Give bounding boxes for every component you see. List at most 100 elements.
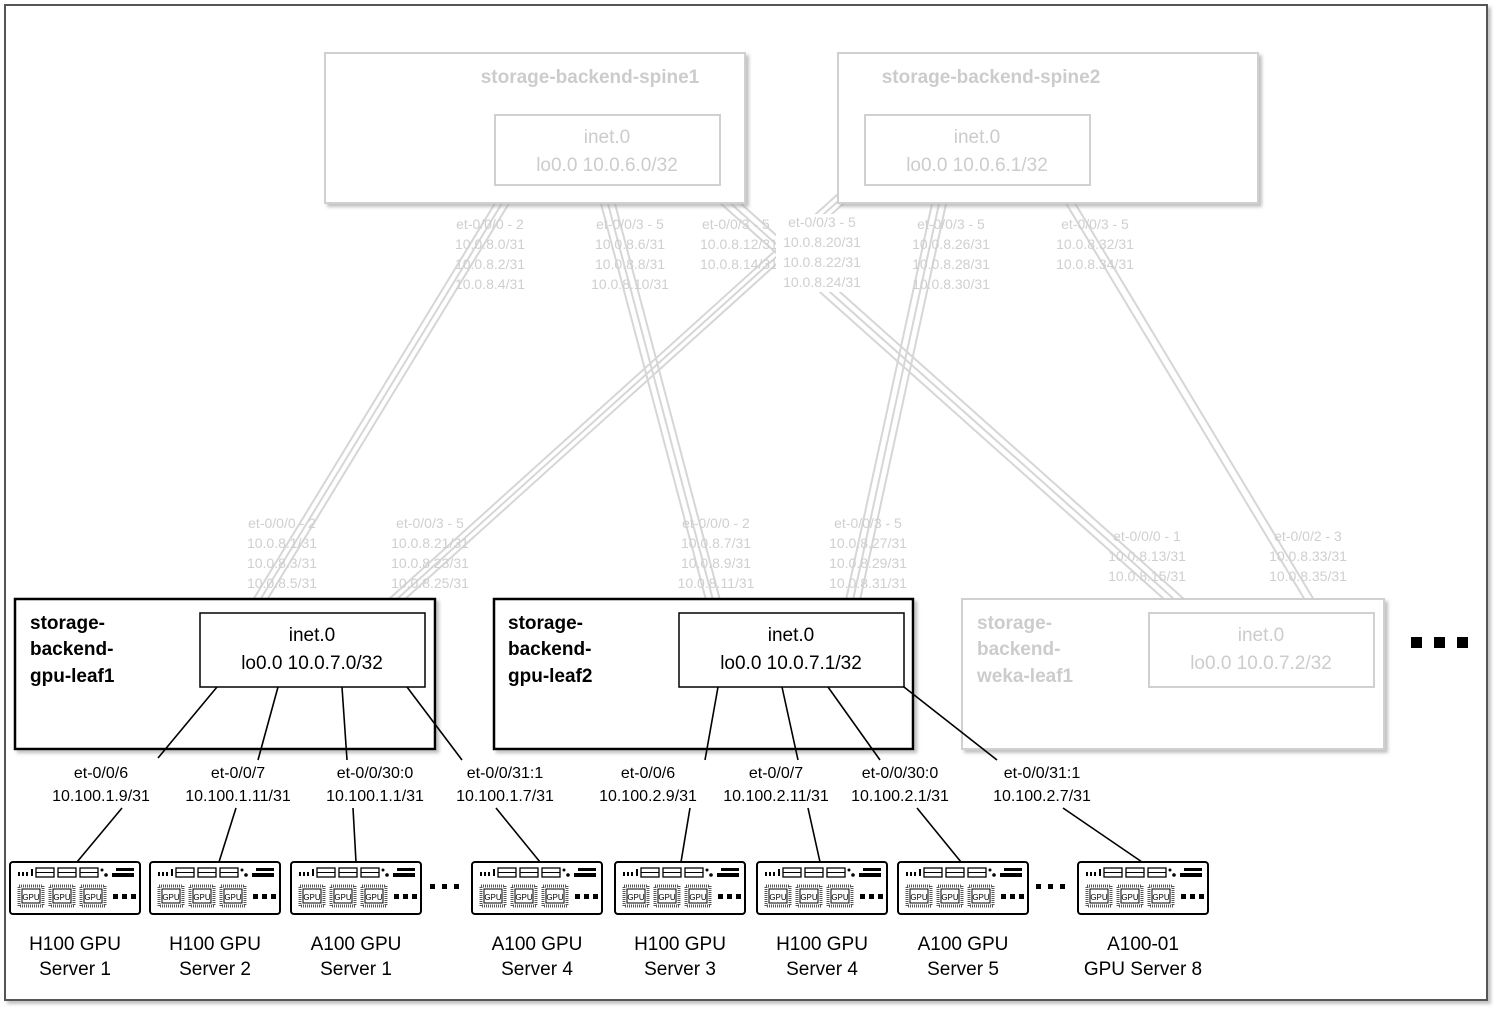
svg-text:GPU: GPU [303,893,321,902]
svg-text:GPU: GPU [162,893,180,902]
device-name: backend- [508,639,591,660]
svg-text:10.0.8.14/31: 10.0.8.14/31 [700,256,778,272]
loopback-label: lo0.0 10.0.6.0/32 [536,155,678,176]
spine-storage-backend-spine2[interactable]: storage-backend-spine2 inet.0 lo0.0 10.0… [837,52,1259,204]
gpu-chip-icon: GPU [1147,884,1175,908]
vrf-label: inet.0 [289,625,335,646]
svg-text:10.0.8.24/31: 10.0.8.24/31 [783,274,861,290]
gpu-chip-icon: GPU [684,884,712,908]
leaf-uplink-port-labels: et-0/0/0 - 210.0.8.1/3110.0.8.3/3110.0.8… [247,515,1347,591]
svg-text:10.0.8.15/31: 10.0.8.15/31 [1108,568,1186,584]
server-name: H100 GPU [29,934,121,955]
device-name: weka-leaf1 [976,666,1074,687]
more-servers-ellipsis-icon [430,884,1065,889]
loopback-label: lo0.0 10.0.7.1/32 [720,653,862,674]
svg-text:et-0/0/0 - 1: et-0/0/0 - 1 [1113,528,1181,544]
svg-text:10.0.8.6/31: 10.0.8.6/31 [595,236,665,252]
server-name: Server 4 [786,959,858,980]
svg-text:GPU: GPU [84,893,102,902]
port-name: et-0/0/31:1 [467,765,544,782]
svg-text:10.0.8.10/31: 10.0.8.10/31 [591,276,669,292]
svg-text:GPU: GPU [769,893,787,902]
leaf-storage-backend-weka-leaf1[interactable]: storage- backend- weka-leaf1 inet.0 lo0.… [961,598,1385,750]
svg-text:GPU: GPU [546,893,564,902]
gpu-server-icon: GPU GPU GPU [614,861,746,915]
svg-text:GPU: GPU [53,893,71,902]
server-name: GPU Server 8 [1084,959,1202,980]
server-name: H100 GPU [634,934,726,955]
svg-text:10.0.8.3/31: 10.0.8.3/31 [247,555,317,571]
spine-port-label: et-0/0/3 - 510.0.8.26/3110.0.8.28/3110.0… [912,216,990,292]
loopback-label: lo0.0 10.0.6.1/32 [906,155,1048,176]
svg-text:10.0.8.0/31: 10.0.8.0/31 [455,236,525,252]
device-name: storage- [508,613,583,634]
link-weka-spine2 [1057,189,1315,601]
port-name: et-0/0/31:1 [1004,765,1081,782]
port-ip: 10.100.2.11/31 [723,788,829,805]
spine-storage-backend-spine1[interactable]: storage-backend-spine1 inet.0 lo0.0 10.0… [324,52,746,204]
gpu-chip-icon: GPU [653,884,681,908]
gpu-chip-icon: GPU [905,884,933,908]
server-port-labels: et-0/0/610.100.1.9/31et-0/0/710.100.1.11… [52,765,1091,805]
routing-instance-box [494,114,721,186]
device-name: storage-backend-spine2 [882,67,1101,88]
server-port-label: et-0/0/30:010.100.1.1/31 [326,765,424,805]
spine-port-labels: et-0/0/0 - 2 10.0.8.0/31 10.0.8.2/31 10.0.8… [455,214,1134,292]
svg-text:GPU: GPU [658,893,676,902]
leaf-port-label: et-0/0/0 - 210.0.8.7/3110.0.8.9/3110.0.8… [678,515,755,591]
port-ip: 10.100.2.1/31 [851,788,949,805]
gpu-chip-icon: GPU [1116,884,1144,908]
svg-text:GPU: GPU [941,893,959,902]
leaf-storage-backend-gpu-leaf1[interactable]: storage- backend- gpu-leaf1 inet.0 lo0.0… [13,597,437,751]
svg-text:et-0/0/3 - 5: et-0/0/3 - 5 [788,214,856,230]
svg-text:10.0.8.7/31: 10.0.8.7/31 [681,535,751,551]
svg-text:10.0.8.33/31: 10.0.8.33/31 [1269,548,1347,564]
server-port-label: et-0/0/710.100.1.11/31 [185,765,291,805]
server-name: Server 1 [320,959,392,980]
svg-text:GPU: GPU [193,893,211,902]
svg-text:GPU: GPU [689,893,707,902]
gpu-server-icon: GPU GPU GPU [897,861,1029,915]
svg-text:10.0.8.28/31: 10.0.8.28/31 [912,256,990,272]
svg-text:et-0/0/3 - 5: et-0/0/3 - 5 [702,216,770,232]
svg-text:et-0/0/0 - 2: et-0/0/0 - 2 [456,216,524,232]
svg-text:10.0.8.22/31: 10.0.8.22/31 [783,254,861,270]
device-name: gpu-leaf2 [508,666,592,687]
server-name: Server 4 [501,959,573,980]
vrf-label: inet.0 [584,127,630,148]
gpu-chip-icon: GPU [967,884,995,908]
spine-port-label: et-0/0/0 - 210.0.8.0/3110.0.8.2/3110.0.8… [455,216,525,292]
device-name: storage- [30,613,105,634]
server-name: A100 GPU [918,934,1009,955]
port-ip: 10.100.1.7/31 [456,788,554,805]
svg-text:10.0.8.2/31: 10.0.8.2/31 [455,256,525,272]
port-ip: 10.100.1.11/31 [185,788,291,805]
gpu-chip-icon: GPU [541,884,569,908]
gpu-chip-icon: GPU [17,884,45,908]
svg-text:10.0.8.11/31: 10.0.8.11/31 [678,575,755,591]
svg-text:GPU: GPU [972,893,990,902]
leaf-storage-backend-gpu-leaf2[interactable]: storage- backend- gpu-leaf2 inet.0 lo0.0… [492,597,915,751]
port-name: et-0/0/6 [621,765,675,782]
svg-text:et-0/0/3 - 5: et-0/0/3 - 5 [917,216,985,232]
loopback-label: lo0.0 10.0.7.2/32 [1190,653,1332,674]
gpu-chip-icon: GPU [622,884,650,908]
device-name: storage- [977,613,1052,634]
svg-text:et-0/0/3 - 5: et-0/0/3 - 5 [834,515,902,531]
svg-text:et-0/0/0 - 2: et-0/0/0 - 2 [682,515,750,531]
gpu-chip-icon: GPU [79,884,107,908]
leaf-port-label: et-0/0/0 - 210.0.8.1/3110.0.8.3/3110.0.8… [247,515,317,591]
svg-text:et-0/0/2 - 3: et-0/0/2 - 3 [1274,528,1342,544]
